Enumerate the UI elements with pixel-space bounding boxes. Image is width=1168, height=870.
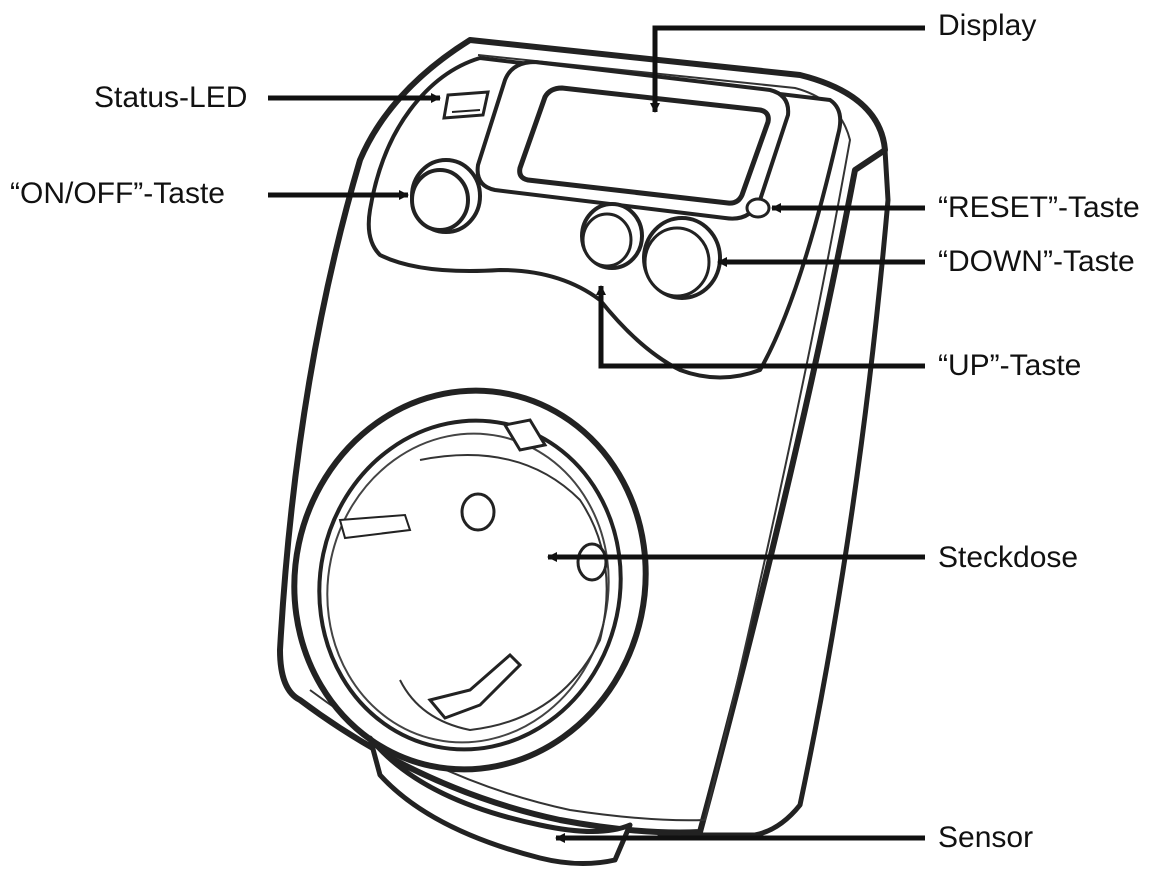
sensor-icon [367,735,633,867]
reset-button-icon [745,197,771,219]
up-label: “UP”-Taste [938,349,1082,382]
socket-label: Steckdose [938,541,1079,574]
down-label: “DOWN”-Taste [938,245,1135,278]
up-button-icon [580,202,644,270]
status-led-icon [442,90,490,120]
on-off-label: “ON/OFF”-Taste [10,177,225,210]
display-label: Display [938,9,1037,42]
down-button-icon [642,216,722,300]
socket-icon [291,387,649,773]
sensor-label: Sensor [938,821,1034,854]
reset-label: “RESET”-Taste [938,191,1140,224]
display-screen [517,85,771,206]
display-leader [650,25,925,113]
device-front-outline [309,54,852,822]
up-leader [596,285,925,369]
leader-lines [268,25,925,843]
on-off-button-icon [410,158,482,234]
status-led-label: Status-LED [94,81,248,114]
